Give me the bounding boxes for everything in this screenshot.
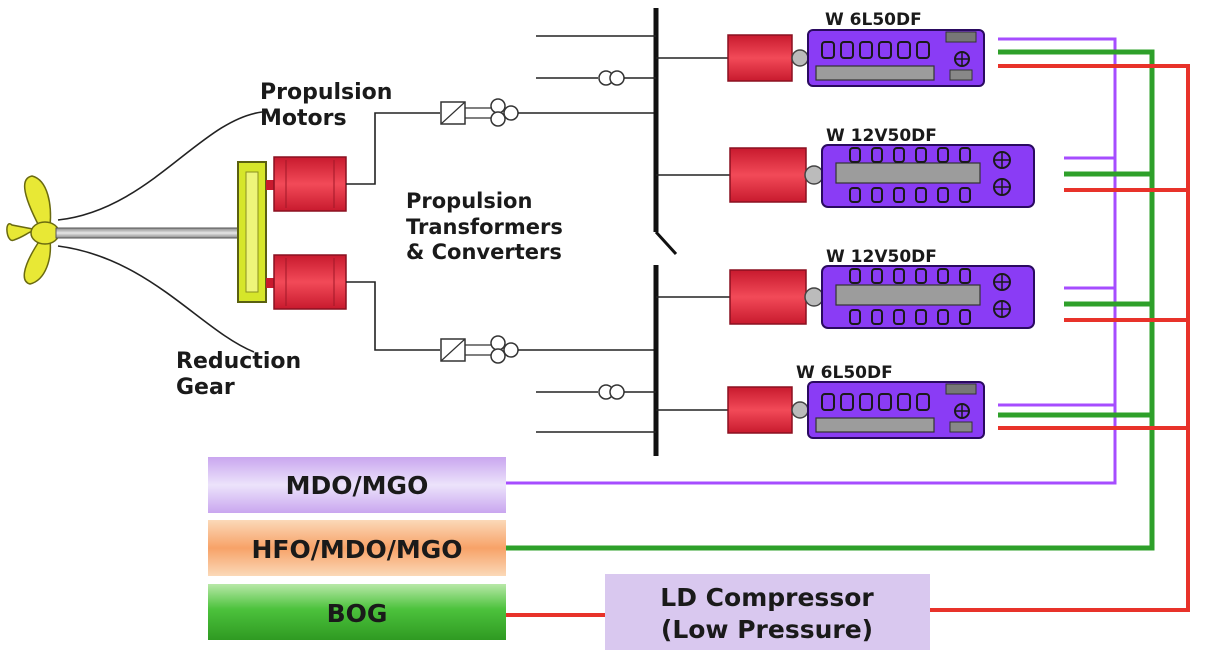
generator [727,386,793,434]
hfo-mdo-mgo-label: HFO/MDO/MGO [251,535,462,564]
ld-compressor [605,574,930,650]
converter-transformer [440,335,655,364]
ld-compressor-label: LD Compressor [660,583,874,612]
engine-label: W 6L50DF [796,363,893,383]
converter-transformer [440,98,655,127]
hfo-mdo-mgo-supply [208,520,506,576]
hfo-fuel-line [505,49,1155,551]
service-transformer [536,384,656,400]
service-transformer [536,70,656,86]
propeller-shaft [55,227,243,239]
reduction-gear [237,161,267,303]
bog-gas-line [505,64,1190,617]
generating-set [729,144,1035,208]
motor-feed-line [346,112,440,185]
gear-pointer-line [57,245,255,353]
generating-set [729,265,1035,329]
motor-feed-line [346,281,440,351]
reduction-gear-label-line2: Gear [176,375,235,400]
transformers-label-line2: Transformers [406,215,563,239]
ld-compressor-sublabel: (Low Pressure) [661,615,873,644]
propulsion-motor [266,254,347,310]
mdo-mgo-supply [208,457,506,513]
transformers-label-line3: & Converters [406,240,562,264]
propulsion-motors-label-line2: Motors [260,106,347,131]
generator [727,34,793,82]
engine-label: W 12V50DF [826,247,937,267]
bus-tie-breaker [654,230,678,256]
transformers-label-line1: Propulsion [406,189,532,213]
generator [729,269,807,325]
generator [729,147,807,203]
propulsion-motors-label-line1: Propulsion [260,80,392,105]
engine-label: W 12V50DF [826,126,937,146]
engine-label: W 6L50DF [825,10,922,30]
generating-set [727,29,985,87]
mdo-mgo-label: MDO/MGO [286,471,429,500]
motors-pointer-line [57,111,263,221]
bog-supply [208,584,506,640]
generating-set [727,381,985,439]
bog-label: BOG [327,599,388,628]
reduction-gear-label-line1: Reduction [176,349,301,374]
propeller [6,175,60,285]
propulsion-motor [266,156,347,212]
mdo-fuel-line [505,37,1117,485]
